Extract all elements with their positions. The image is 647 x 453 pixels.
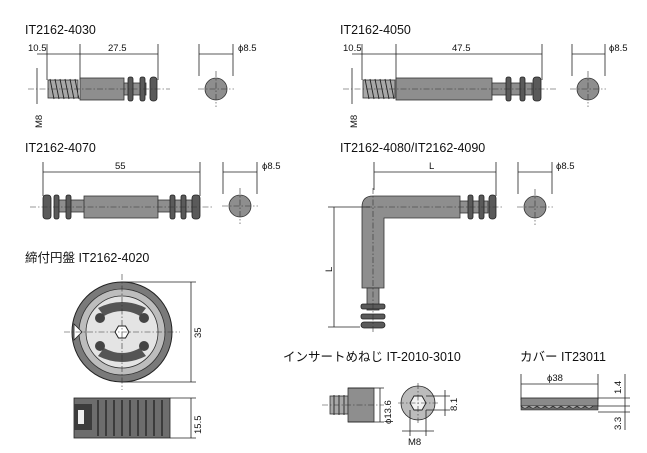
disc-hole [139, 313, 149, 323]
part-it23011: カバー IT23011 ϕ38 1.4 3.3 [520, 350, 630, 430]
elbow-body [361, 195, 461, 289]
cover-bumps [520, 405, 599, 411]
dim-thread: M8 [349, 115, 360, 128]
side-ribs [97, 400, 163, 436]
dim-dia: ϕ8.5 [262, 161, 281, 172]
dim-body: 27.5 [108, 43, 127, 54]
disc-hole [139, 341, 149, 351]
part-it2162-4030: IT2162-4030 10.5 27.5 M8 ϕ8.5 [25, 23, 257, 128]
part-title: IT2162-4030 [25, 23, 96, 37]
cover-body [520, 397, 599, 407]
part-title: IT2162-4080/IT2162-4090 [340, 141, 485, 155]
disc-hole [95, 313, 105, 323]
disc-hole [95, 341, 105, 351]
part-title: カバー IT23011 [520, 350, 606, 364]
dim-bottom: 3.3 [613, 417, 624, 430]
dim-top: 1.4 [613, 381, 624, 394]
part-it2162-4070: IT2162-4070 55 ϕ8.5 [25, 141, 281, 224]
part-it2162-4050: IT2162-4050 10.5 47.5 M8 ϕ8.5 [340, 23, 628, 128]
part-it-2010-3010: インサートめねじ IT-2010-3010 ϕ13.6 8.1 M8 [283, 350, 461, 448]
side-slot-highlight [78, 410, 84, 424]
dim-thread: M8 [408, 437, 421, 448]
dim-dia: ϕ8.5 [556, 161, 575, 172]
part-title: IT2162-4070 [25, 141, 96, 155]
dim-dia: ϕ38 [547, 373, 563, 384]
dim-dia: ϕ8.5 [609, 43, 628, 54]
pin-neck [57, 199, 89, 213]
dim-thread: M8 [34, 115, 45, 128]
dim-left: 10.5 [343, 43, 362, 54]
dim-outer: ϕ13.6 [383, 400, 394, 424]
part-title: インサートめねじ IT-2010-3010 [283, 350, 461, 364]
dim-length: L [429, 161, 434, 172]
part-it2162-4080-4090: IT2162-4080/IT2162-4090 L L ϕ8.5 [324, 141, 575, 334]
dim-dia: 35 [193, 327, 204, 338]
dim-length: 55 [115, 161, 126, 172]
dim-left: 10.5 [28, 43, 47, 54]
dim-height: L [324, 267, 335, 272]
dim-hex: 8.1 [449, 398, 460, 411]
part-it2162-4020: 締付円盤 IT2162-4020 35 15.5 [25, 250, 204, 439]
dim-dia: ϕ8.5 [238, 43, 257, 54]
part-title: IT2162-4050 [340, 23, 411, 37]
dim-body: 47.5 [452, 43, 471, 54]
part-title: 締付円盤 IT2162-4020 [25, 250, 149, 265]
dim-height: 15.5 [193, 416, 204, 435]
